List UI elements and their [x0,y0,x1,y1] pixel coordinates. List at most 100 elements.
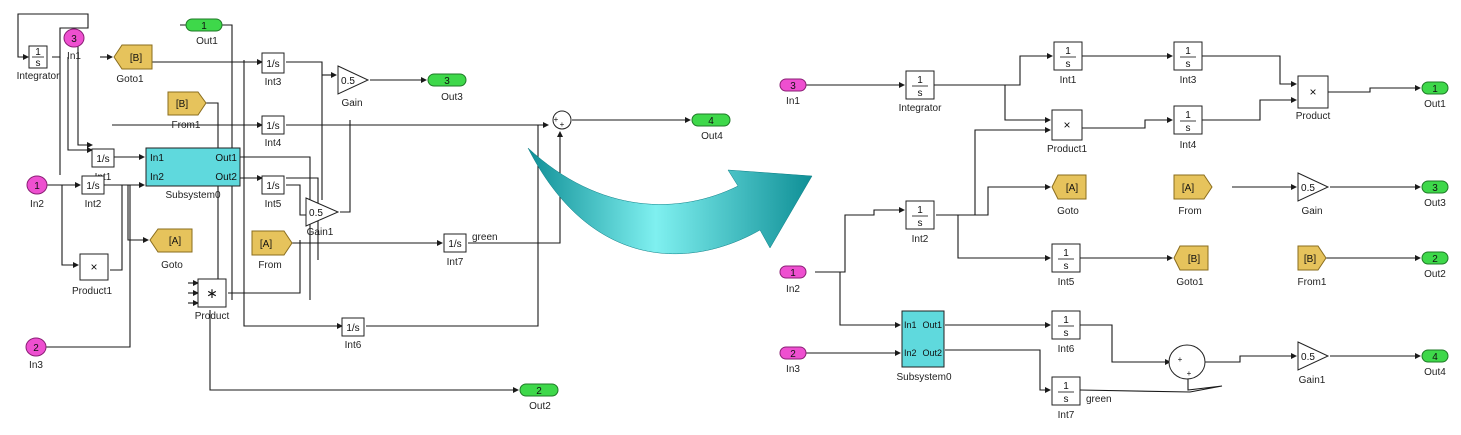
after-from1-block[interactable]: [B] [1297,245,1327,271]
before-int4-block[interactable]: 1/s [261,115,285,135]
after-int1-block[interactable]: 1 s [1053,41,1083,71]
after-gain-block[interactable]: 0.5 [1297,172,1330,202]
before-model: 1 s Integrator 3 In1 [B] Goto1 1 Out1 [B… [17,13,731,412]
before-in3-label: In3 [29,360,43,371]
before-in2-label: In2 [30,199,44,210]
before-out2-port[interactable]: 2 [519,383,559,397]
before-int2-block[interactable]: 1/s [81,175,105,195]
svg-text:2: 2 [536,386,542,397]
svg-text:4: 4 [708,116,714,127]
svg-text:1/s: 1/s [266,59,279,70]
svg-text:1/s: 1/s [86,181,99,192]
after-out4-port[interactable]: 4 [1421,349,1449,363]
svg-text:1/s: 1/s [266,181,279,192]
after-integrator-block[interactable]: 1 s [905,70,935,100]
before-product-block[interactable]: ∗ [197,278,227,308]
before-int1-block[interactable]: 1/s [91,148,115,168]
before-out1-port[interactable]: 1 [185,18,223,32]
after-int2-block[interactable]: 1 s [905,200,935,230]
svg-text:1/s: 1/s [266,121,279,132]
svg-text:×: × [90,260,97,274]
after-in1-label: In1 [786,96,800,107]
svg-text:s: s [918,218,923,229]
after-gain1-label: Gain1 [1299,375,1326,386]
svg-text:Out2: Out2 [922,348,942,358]
svg-text:1/s: 1/s [96,154,109,165]
after-int4-block[interactable]: 1 s [1173,105,1203,135]
after-out3-port[interactable]: 3 [1421,180,1449,194]
svg-text:1: 1 [917,75,923,86]
svg-text:[A]: [A] [260,239,272,250]
after-int5-block[interactable]: 1 s [1051,243,1081,273]
after-goto-label: Goto [1057,206,1079,217]
after-int4-label: Int4 [1180,140,1197,151]
after-from-block[interactable]: [A] [1173,174,1213,200]
before-subsystem0-label: Subsystem0 [165,190,220,201]
after-product1-label: Product1 [1047,144,1087,155]
after-int7-label: Int7 [1058,410,1075,421]
after-out1-port[interactable]: 1 [1421,81,1449,95]
before-in2-port[interactable]: 1 [26,175,48,195]
after-goto-block[interactable]: [A] [1051,174,1087,200]
after-in1-port[interactable]: 3 [779,78,807,92]
after-integrator-label: Integrator [899,103,942,114]
before-subsystem0-block[interactable]: In1 In2 Out1 Out2 [145,147,241,187]
after-goto1-block[interactable]: [B] [1173,245,1209,271]
svg-text:0.5: 0.5 [341,76,355,87]
before-int7-block[interactable]: 1/s [443,233,467,253]
svg-text:s: s [918,88,923,99]
before-integrator-block[interactable]: 1 s [28,45,48,69]
svg-text:1: 1 [1185,46,1191,57]
before-in3-port[interactable]: 2 [25,337,47,357]
after-in2-port[interactable]: 1 [779,265,807,279]
after-int7-block[interactable]: 1 s [1051,376,1081,406]
before-product1-block[interactable]: × [79,253,109,281]
after-sum-block[interactable]: + + [1168,344,1206,380]
after-int6-label: Int6 [1058,344,1075,355]
after-from1-label: From1 [1298,277,1327,288]
before-sum-block[interactable]: + + [552,110,572,130]
before-int5-block[interactable]: 1/s [261,175,285,195]
transform-arrow-icon [527,147,813,254]
after-int6-block[interactable]: 1 s [1051,310,1081,340]
after-subsystem0-label: Subsystem0 [896,372,951,383]
before-int3-label: Int3 [265,77,282,88]
after-gain1-block[interactable]: 0.5 [1297,341,1330,371]
after-int3-block[interactable]: 1 s [1173,41,1203,71]
svg-text:In2: In2 [150,172,164,183]
svg-text:s: s [1186,123,1191,134]
before-in1-port[interactable]: 3 [63,28,85,48]
after-wires [804,53,1421,393]
before-gain-block[interactable]: 0.5 [337,65,370,95]
after-int5-label: Int5 [1058,277,1075,288]
after-gain-label: Gain [1301,206,1322,217]
before-from1-block[interactable]: [B] [167,91,207,116]
after-subsystem0-block[interactable]: In1 Out1 In2 Out2 [901,310,945,368]
before-int3-block[interactable]: 1/s [261,52,285,74]
after-out1-label: Out1 [1424,99,1446,110]
svg-text:+: + [554,115,559,124]
after-product-block[interactable]: × [1297,75,1329,109]
after-out4-label: Out4 [1424,367,1446,378]
svg-text:1: 1 [1432,84,1438,95]
after-from-label: From [1178,206,1201,217]
before-goto1-block[interactable]: [B] [113,44,153,70]
before-out3-port[interactable]: 3 [427,73,467,87]
after-in3-port[interactable]: 2 [779,346,807,360]
after-product1-block[interactable]: × [1051,109,1083,141]
svg-text:In1: In1 [150,153,164,164]
before-from-block[interactable]: [A] [251,230,293,256]
svg-text:Out1: Out1 [215,153,237,164]
after-int2-label: Int2 [912,234,929,245]
svg-text:1: 1 [35,47,41,58]
before-goto-block[interactable]: [A] [149,228,193,253]
before-out3-label: Out3 [441,92,463,103]
before-gain1-block[interactable]: 0.5 [305,197,340,227]
after-in3-label: In3 [786,364,800,375]
after-out2-port[interactable]: 2 [1421,251,1449,265]
before-int6-block[interactable]: 1/s [341,317,365,337]
svg-text:+: + [560,120,565,129]
before-out4-port[interactable]: 4 [691,113,731,127]
svg-text:1: 1 [1063,248,1069,259]
